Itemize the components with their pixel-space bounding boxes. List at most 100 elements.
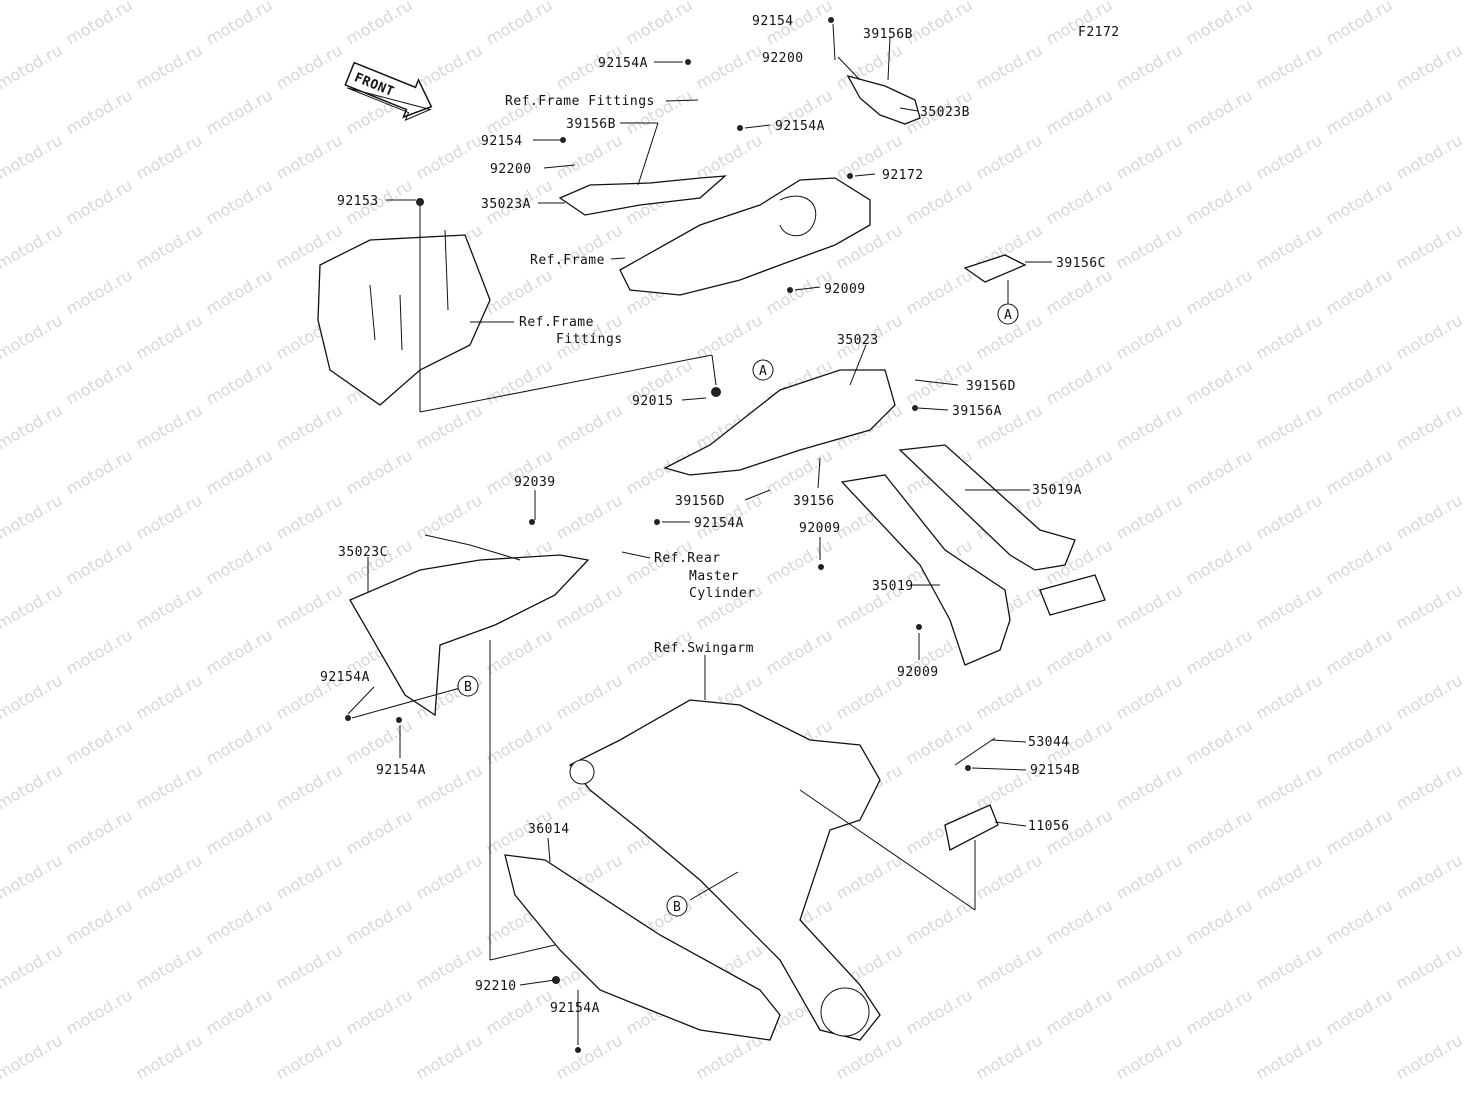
watermark-text: motod.ru bbox=[1043, 895, 1116, 948]
watermark-text: motod.ru bbox=[1393, 850, 1466, 903]
watermark-text: motod.ru bbox=[203, 805, 276, 858]
label-35019: 35019 bbox=[872, 579, 914, 594]
watermark-text: motod.ru bbox=[1113, 670, 1186, 723]
watermark-text: motod.ru bbox=[973, 130, 1046, 183]
swingarm-outline bbox=[568, 699, 881, 1041]
bracket-11056 bbox=[944, 804, 999, 851]
callout-circle-b-left bbox=[457, 675, 479, 697]
watermark-text: motod.ru bbox=[1183, 985, 1256, 1038]
watermark-text: motod.ru bbox=[1113, 310, 1186, 363]
watermark-text: motod.ru bbox=[273, 130, 346, 183]
label-39156B-left: 39156B bbox=[566, 117, 616, 132]
watermark-text: motod.ru bbox=[1113, 130, 1186, 183]
watermark-text: motod.ru bbox=[1323, 715, 1396, 768]
label-92009-mid: 92009 bbox=[799, 521, 841, 536]
label-ref-frame: Ref.Frame bbox=[530, 253, 605, 268]
watermark-text: motod.ru bbox=[63, 805, 136, 858]
watermark-text: motod.ru bbox=[973, 40, 1046, 93]
watermark-text: motod.ru bbox=[1113, 760, 1186, 813]
watermark-text: motod.ru bbox=[1323, 445, 1396, 498]
watermark-text: motod.ru bbox=[1183, 535, 1256, 588]
figure-code: F2172 bbox=[1078, 25, 1120, 40]
watermark-text: motod.ru bbox=[273, 490, 346, 543]
watermark-text: motod.ru bbox=[1113, 0, 1186, 3]
label-35023C: 35023C bbox=[338, 545, 388, 560]
watermark-text: motod.ru bbox=[1183, 625, 1256, 678]
watermark-text: motod.ru bbox=[0, 580, 66, 633]
watermark-text: motod.ru bbox=[203, 0, 276, 48]
pad-39156C bbox=[963, 254, 1027, 283]
watermark-text: motod.ru bbox=[1393, 310, 1466, 363]
watermark-text: motod.ru bbox=[553, 670, 626, 723]
watermark-text: motod.ru bbox=[1183, 895, 1256, 948]
watermark-text: motod.ru bbox=[833, 0, 906, 3]
watermark-text: motod.ru bbox=[1043, 265, 1116, 318]
watermark-text: motod.ru bbox=[833, 670, 906, 723]
watermark-text: motod.ru bbox=[1253, 220, 1326, 273]
callout-a-mid: A bbox=[759, 364, 767, 379]
watermark-text: motod.ru bbox=[203, 985, 276, 1038]
label-92154-left: 92154 bbox=[481, 134, 523, 149]
watermark-text: motod.ru bbox=[1043, 175, 1116, 228]
label-39156D-right: 39156D bbox=[966, 379, 1016, 394]
watermark-text: motod.ru bbox=[1043, 355, 1116, 408]
watermark-text: motod.ru bbox=[1253, 580, 1326, 633]
label-92039: 92039 bbox=[514, 475, 556, 490]
watermark-text: motod.ru bbox=[1253, 850, 1326, 903]
watermark-text: motod.ru bbox=[1323, 265, 1396, 318]
watermark-text: motod.ru bbox=[1253, 760, 1326, 813]
watermark-text: motod.ru bbox=[1253, 940, 1326, 993]
watermark-text: motod.ru bbox=[1253, 1030, 1326, 1083]
watermark-text: motod.ru bbox=[623, 0, 696, 48]
watermark-text: motod.ru bbox=[1393, 940, 1466, 993]
watermark-text: motod.ru bbox=[343, 985, 416, 1038]
watermark-text: motod.ru bbox=[1183, 85, 1256, 138]
label-ref-rear-1: Ref.Rear bbox=[654, 551, 721, 566]
watermark-text: motod.ru bbox=[903, 265, 976, 318]
watermark-text: motod.ru bbox=[903, 175, 976, 228]
watermark-text: motod.ru bbox=[133, 0, 206, 3]
watermark-text: motod.ru bbox=[1183, 445, 1256, 498]
chain-cover-tab bbox=[424, 534, 521, 561]
watermark-text: motod.ru bbox=[1113, 850, 1186, 903]
watermark-text: motod.ru bbox=[343, 895, 416, 948]
watermark-text: motod.ru bbox=[0, 220, 66, 273]
label-ref-frame-fittings-1: Ref.Frame bbox=[519, 315, 594, 330]
label-92172: 92172 bbox=[882, 168, 924, 183]
watermark-text: motod.ru bbox=[1113, 400, 1186, 453]
watermark-text: motod.ru bbox=[63, 715, 136, 768]
watermark-text: motod.ru bbox=[693, 0, 766, 3]
watermark-text: motod.ru bbox=[413, 850, 486, 903]
label-92154A-l2: 92154A bbox=[376, 763, 426, 778]
watermark-text: motod.ru bbox=[973, 850, 1046, 903]
label-35023B: 35023B bbox=[920, 105, 970, 120]
watermark-text: motod.ru bbox=[1323, 895, 1396, 948]
watermark-text: motod.ru bbox=[0, 310, 66, 363]
label-35023: 35023 bbox=[837, 333, 879, 348]
label-39156: 39156 bbox=[793, 494, 835, 509]
watermark-text: motod.ru bbox=[1253, 400, 1326, 453]
watermark-text: motod.ru bbox=[273, 0, 346, 3]
watermark-text: motod.ru bbox=[553, 0, 626, 3]
watermark-text: motod.ru bbox=[693, 40, 766, 93]
label-92015: 92015 bbox=[632, 394, 674, 409]
watermark-text: motod.ru bbox=[343, 445, 416, 498]
watermark-text: motod.ru bbox=[483, 445, 556, 498]
rear-fender-35019A bbox=[898, 444, 1076, 571]
watermark-text: motod.ru bbox=[133, 220, 206, 273]
watermark-text: motod.ru bbox=[973, 0, 1046, 3]
watermark-text: motod.ru bbox=[203, 265, 276, 318]
watermark-text: motod.ru bbox=[483, 0, 556, 48]
watermark-text: motod.ru bbox=[833, 1030, 906, 1083]
watermark-text: motod.ru bbox=[1323, 175, 1396, 228]
pin-53044 bbox=[954, 737, 996, 766]
watermark-text: motod.ru bbox=[1183, 355, 1256, 408]
watermark-text: motod.ru bbox=[133, 400, 206, 453]
watermark-text: motod.ru bbox=[203, 85, 276, 138]
rear-undertray bbox=[663, 369, 896, 476]
bolt-icons bbox=[345, 17, 971, 1053]
label-11056: 11056 bbox=[1028, 819, 1070, 834]
label-92009-top: 92009 bbox=[824, 282, 866, 297]
watermark-text: motod.ru bbox=[133, 310, 206, 363]
